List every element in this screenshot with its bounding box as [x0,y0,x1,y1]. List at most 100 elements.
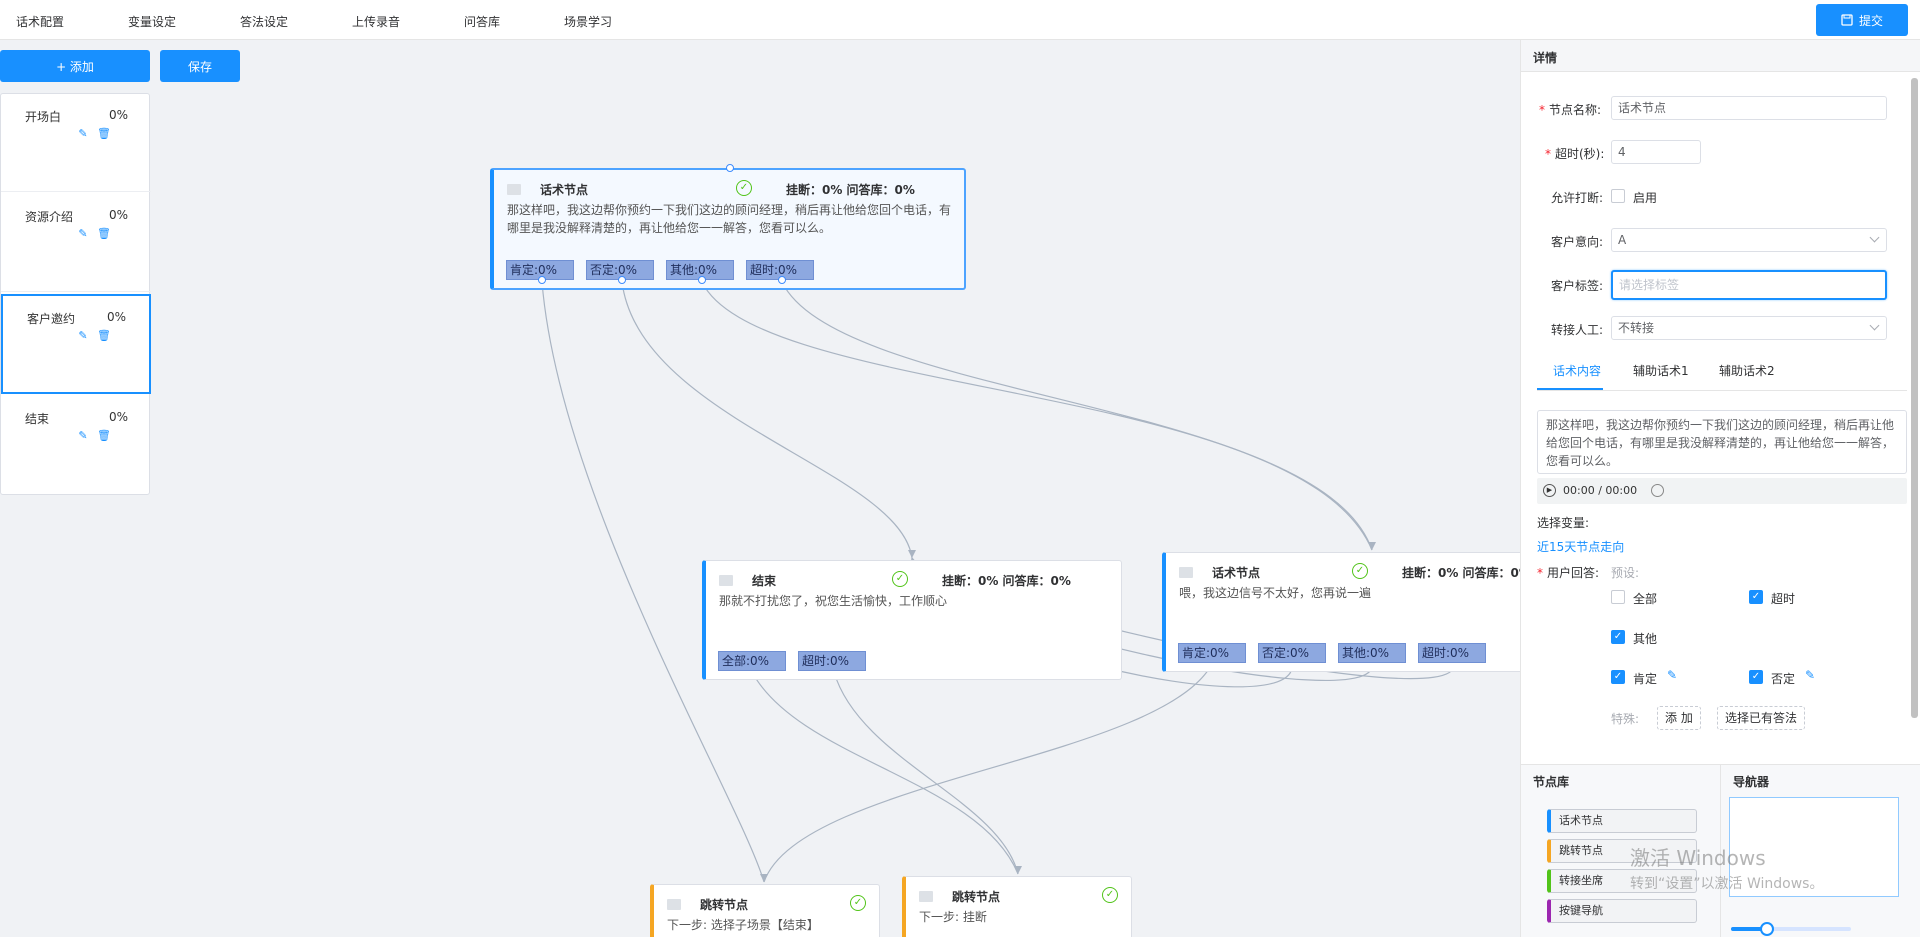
tab-script-content[interactable]: 话术内容 [1553,364,1602,378]
jump-node-2[interactable]: 跳转节点 ✓ 下一步: 挂断 [902,876,1132,937]
save-label: 保存 [187,59,212,74]
library-item-transfer-agent[interactable]: 转接坐席 [1547,869,1697,893]
output-port[interactable] [698,276,706,284]
branch-other[interactable]: 其他:0% [1338,643,1406,663]
audio-progress-knob[interactable] [1651,484,1664,497]
script-content-textarea[interactable]: 那这样吧，我这边帮你预约一下我们这边的顾问经理，稍后再让他给您回个电话，有哪里是… [1537,410,1907,474]
edit-icon[interactable]: ✎ [78,227,88,240]
nav-script-config[interactable]: 话术配置 [16,15,65,29]
node-text: 下一步: 选择子场景【结束】 [667,918,819,932]
tab-aux-script-2[interactable]: 辅助话术2 [1719,364,1775,378]
nav-scene-learning[interactable]: 场景学习 [564,15,613,29]
option-all-checkbox[interactable] [1611,590,1625,604]
watermark-line-2: 转到“设置”以激活 Windows。 [1630,876,1824,892]
delete-icon[interactable]: 🗑 [97,127,111,140]
option-no-checkbox[interactable]: ✓ [1749,670,1763,684]
scene-item-end[interactable]: 结束 0% ✎ 🗑 [1,396,151,494]
branch-other[interactable]: 其他:0% [666,260,734,280]
option-yes-checkbox[interactable]: ✓ [1611,670,1625,684]
node-stats: 挂断：0% 问答库：0% [1402,566,1520,580]
library-item-script-node[interactable]: 话术节点 [1547,809,1697,833]
edit-icon[interactable]: ✎ [78,127,88,140]
zoom-slider-thumb[interactable] [1760,922,1774,936]
arrowhead [908,550,916,558]
branch-timeout[interactable]: 超时:0% [1418,643,1486,663]
option-no-label: 否定 [1771,672,1796,686]
submit-button[interactable]: 提交 [1816,4,1908,36]
script-node-top[interactable]: 话术节点 ✓ 挂断：0% 问答库：0% 那这样吧，我这边帮你预约一下我们这边的顾… [490,164,966,290]
chevron-down-icon [1869,320,1880,331]
option-timeout-checkbox[interactable]: ✓ [1749,590,1763,604]
preset-label: 预设: [1611,566,1640,580]
user-answer-label-text: 用户回答: [1547,566,1600,580]
timeout-input[interactable]: 4 [1611,140,1701,164]
delete-icon[interactable]: 🗑 [97,429,111,442]
nav-variable-settings[interactable]: 变量设定 [128,15,177,29]
scene-item-opening[interactable]: 开场白 0% ✎ 🗑 [1,94,151,192]
top-navigation-bar: 话术配置 变量设定 答法设定 上传录音 问答库 场景学习 提交 [0,0,1920,40]
branch-no[interactable]: 否定:0% [1258,643,1326,663]
node-name-label: *节点名称: [1539,103,1602,117]
scene-percent: 0% [109,208,129,222]
play-icon[interactable]: ▶ [1543,484,1556,497]
edge-top-no-to-end [621,281,913,559]
recent-node-trend-link[interactable]: 近15天节点走向 [1537,540,1625,554]
input-port[interactable] [726,164,734,172]
branch-no[interactable]: 否定:0% [586,260,654,280]
node-type-icon [1179,567,1193,578]
edit-icon[interactable]: ✎ [78,329,88,342]
save-button[interactable]: 保存 [160,50,240,82]
end-node[interactable]: 结束 ✓ 挂断：0% 问答库：0% 那就不打扰您了，祝您生活愉快，工作顺心 全部… [702,560,1122,680]
zoom-slider-track[interactable] [1731,927,1851,931]
library-item-jump-node[interactable]: 跳转节点 [1547,839,1697,863]
intent-select[interactable]: A [1611,228,1887,252]
check-circle-icon: ✓ [892,571,908,587]
scene-item-customer-invite[interactable]: 客户邀约 0% ✎ 🗑 [1,294,151,394]
edit-icon[interactable]: ✎ [1667,668,1678,682]
delete-icon[interactable]: 🗑 [97,227,111,240]
branch-yes[interactable]: 肯定:0% [1178,643,1246,663]
interrupt-checkbox[interactable] [1611,189,1625,203]
audio-time: 00:00 / 00:00 [1563,484,1638,497]
delete-icon[interactable]: 🗑 [97,329,111,342]
add-label: + 添加 [56,59,94,74]
script-node-right[interactable]: 话术节点 ✓ 挂断：0% 问答库：0% 喂，我这边信号不太好，您再说一遍 肯定:… [1162,552,1520,672]
node-stats: 挂断：0% 问答库：0% [942,574,1071,588]
tab-baseline [1537,390,1907,391]
node-text-line: 哪里是我没解释清楚的，再让他给您一一解答，您看可以么。 [507,221,832,235]
node-text: 喂，我这边信号不太好，您再说一遍 [1179,586,1372,600]
watermark-line-1: 激活 Windows [1630,846,1766,870]
output-port[interactable] [778,276,786,284]
branch-timeout[interactable]: 超时:0% [798,651,866,671]
node-text-line: 那这样吧，我这边帮你预约一下我们这边的顾问经理，稍后再让他给您回个电话，有 [507,203,952,217]
node-text: 那就不打扰您了，祝您生活愉快，工作顺心 [719,594,948,608]
navigator-minimap[interactable] [1729,797,1899,897]
timeout-label-text: 超时(秒): [1555,147,1605,161]
output-port[interactable] [618,276,626,284]
intent-value: A [1618,233,1627,247]
scene-list: 开场白 0% ✎ 🗑 资源介绍 0% ✎ 🗑 客户邀约 0% ✎ 🗑 结束 0%… [0,93,151,495]
add-scene-button[interactable]: + 添加 [0,50,150,82]
add-answer-button[interactable]: 添 加 [1657,706,1701,730]
output-port[interactable] [538,276,546,284]
nav-upload-recording[interactable]: 上传录音 [352,15,401,29]
edit-icon[interactable]: ✎ [78,429,88,442]
edit-icon[interactable]: ✎ [1805,668,1816,682]
tags-select[interactable]: 请选择标签 [1611,270,1887,300]
nav-answer-settings[interactable]: 答法设定 [240,15,289,29]
nav-qa-library[interactable]: 问答库 [464,15,501,29]
node-title: 结束 [752,574,777,588]
node-name-input[interactable]: 话术节点 [1611,96,1887,120]
branch-all[interactable]: 全部:0% [718,651,786,671]
tab-aux-script-1[interactable]: 辅助话术1 [1633,364,1689,378]
jump-node-1[interactable]: 跳转节点 ✓ 下一步: 选择子场景【结束】 [650,884,880,937]
branch-yes[interactable]: 肯定:0% [506,260,574,280]
transfer-select[interactable]: 不转接 [1611,316,1887,340]
detail-scrollbar[interactable] [1911,78,1918,718]
option-other-checkbox[interactable]: ✓ [1611,630,1625,644]
library-item-key-navigation[interactable]: 按键导航 [1547,899,1697,923]
node-title: 话术节点 [540,183,589,197]
select-existing-answer-button[interactable]: 选择已有答法 [1717,706,1806,730]
scene-item-resource-intro[interactable]: 资源介绍 0% ✎ 🗑 [1,194,151,292]
branch-timeout[interactable]: 超时:0% [746,260,814,280]
